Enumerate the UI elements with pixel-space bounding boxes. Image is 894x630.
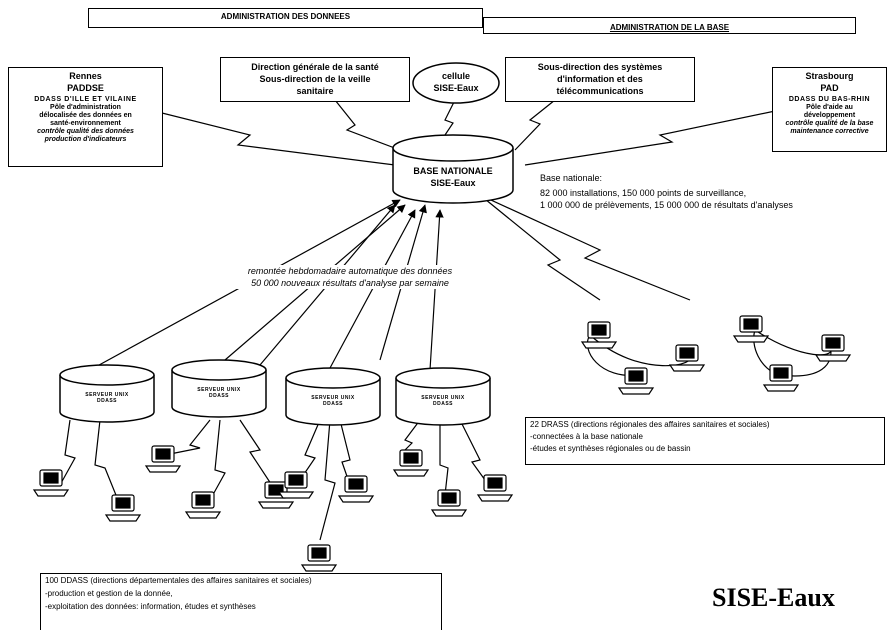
strasbourg-line: développement: [803, 112, 856, 119]
workstation-icon: [300, 544, 338, 572]
rennes-name: PADDSE: [67, 83, 104, 93]
dgs-line: Sous-direction de la veille: [259, 74, 371, 84]
arrow-server-4: [429, 209, 444, 371]
base-cylinder: [392, 134, 514, 204]
rennes-line: santé-environnement: [50, 120, 121, 127]
dgs-line: sanitaire: [296, 86, 334, 96]
server-label-2: SERVEUR UNIX DDASS: [182, 387, 256, 399]
workstation-icon: [617, 367, 655, 395]
base-info-title: Base nationale:: [540, 173, 603, 183]
workstation-icon: [277, 471, 315, 499]
rennes-box: Rennes PADDSE DDASS D'ILLE ET VILAINE Pô…: [8, 67, 163, 167]
drass-line: -connectées à la base nationale: [530, 432, 643, 441]
header-admin-base-label: ADMINISTRATION DE LA BASE: [609, 23, 730, 32]
base-info-line: 1 000 000 de prélèvements, 15 000 000 de…: [540, 200, 793, 210]
workstation-icon: [144, 445, 182, 473]
drass-box: 22 DRASS (directions régionales des affa…: [525, 417, 885, 465]
drass-line: 22 DRASS (directions régionales des affa…: [530, 420, 770, 429]
ddass-box: 100 DDASS (directions départementales de…: [40, 573, 442, 630]
header-admin-data-label: ADMINISTRATION DES DONNEES: [220, 12, 351, 21]
server-label-line: DDASS: [432, 401, 453, 407]
cellule-line: cellule: [441, 71, 470, 81]
link-rennes: [149, 109, 396, 166]
strasbourg-line: contrôle qualité de la base: [785, 120, 874, 127]
sdsi-line: Sous-direction des systèmes: [537, 62, 663, 72]
sdsi-line: d'information et des: [557, 74, 643, 84]
strasbourg-line: Pôle d'aide au: [806, 104, 853, 111]
workstation-icon: [762, 364, 800, 392]
server-label-line: DDASS: [322, 401, 343, 407]
workstation-icon: [32, 469, 70, 497]
header-admin-base: ADMINISTRATION DE LA BASE: [483, 17, 856, 34]
workstation-icon: [104, 494, 142, 522]
remontee-line: remontée hebdomadaire automatique des do…: [247, 266, 453, 276]
ddass-line: -exploitation des données: information, …: [45, 602, 256, 611]
workstation-icon: [257, 481, 295, 509]
cellule-ellipse: [412, 62, 500, 104]
server-cylinder-2: [171, 359, 267, 418]
workstation-icon: [668, 344, 706, 372]
rennes-line: production d'indicateurs: [44, 136, 127, 143]
cellule-line: SISE-Eaux: [433, 83, 479, 93]
workstation-icon: [476, 474, 514, 502]
link-drass: [479, 194, 691, 301]
link-dgs: [334, 99, 401, 151]
header-admin-data: ADMINISTRATION DES DONNEES: [88, 8, 483, 28]
server-label-line: SERVEUR UNIX: [197, 387, 241, 393]
rennes-line: Pôle d'administration: [50, 104, 121, 111]
server-cylinder-1: [59, 364, 155, 423]
server-label-line: DDASS: [96, 398, 117, 404]
strasbourg-org: DDASS DU BAS-RHIN: [788, 96, 871, 103]
server-label-line: SERVEUR UNIX: [311, 395, 355, 401]
base-info: Base nationale: 82 000 installations, 15…: [540, 172, 885, 211]
workstation-icon: [580, 321, 618, 349]
rennes-line: contrôle qualité des données: [37, 128, 134, 135]
strasbourg-box: Strasbourg PAD DDASS DU BAS-RHIN Pôle d'…: [772, 67, 887, 152]
strasbourg-city: Strasbourg: [805, 71, 854, 81]
brand-title: SISE-Eaux: [712, 583, 835, 612]
base-line: BASE NATIONALE: [413, 166, 493, 176]
ddass-line: -production et gestion de la donnée,: [45, 589, 173, 598]
strasbourg-name: PAD: [820, 83, 839, 93]
server-cylinder-4: [395, 367, 491, 426]
ddass-line: 100 DDASS (directions départementales de…: [45, 576, 312, 585]
sdsi-line: télécommunications: [556, 86, 644, 96]
strasbourg-line: maintenance corrective: [790, 128, 869, 135]
remontee-text: remontée hebdomadaire automatique des do…: [200, 265, 500, 289]
server-label-line: SERVEUR UNIX: [421, 395, 465, 401]
workstation-icon: [184, 491, 222, 519]
cellule-label: cellule SISE-Eaux: [416, 70, 496, 94]
link-sdsi: [514, 99, 556, 151]
workstation-icon: [392, 449, 430, 477]
workstation-icon: [814, 334, 852, 362]
rennes-city: Rennes: [69, 71, 102, 81]
rennes-line: délocalisée des données en: [39, 112, 132, 119]
workstation-icon: [732, 315, 770, 343]
dgs-box: Direction générale de la santé Sous-dire…: [220, 57, 410, 102]
server-label-3: SERVEUR UNIX DDASS: [296, 395, 370, 407]
server-label-line: DDASS: [208, 393, 229, 399]
base-line: SISE-Eaux: [430, 178, 476, 188]
server-cylinder-3: [285, 367, 381, 426]
workstation-icon: [337, 475, 375, 503]
link-strasbourg: [524, 109, 781, 166]
remontee-line: 50 000 nouveaux résultats d'analyse par …: [251, 278, 449, 288]
link-cellule: [444, 99, 456, 136]
server-label-line: SERVEUR UNIX: [85, 392, 129, 398]
sdsi-box: Sous-direction des systèmes d'informatio…: [505, 57, 695, 102]
server-label-1: SERVEUR UNIX DDASS: [70, 392, 144, 404]
dgs-line: Direction générale de la santé: [251, 62, 379, 72]
base-info-line: 82 000 installations, 150 000 points de …: [540, 188, 747, 198]
arrow-server-3: [329, 209, 416, 369]
server-label-4: SERVEUR UNIX DDASS: [406, 395, 480, 407]
drass-line: -études et synthèses régionales ou de ba…: [530, 444, 691, 453]
workstation-icon: [430, 489, 468, 517]
base-label: BASE NATIONALE SISE-Eaux: [398, 165, 508, 189]
rennes-org: DDASS D'ILLE ET VILAINE: [34, 96, 137, 103]
